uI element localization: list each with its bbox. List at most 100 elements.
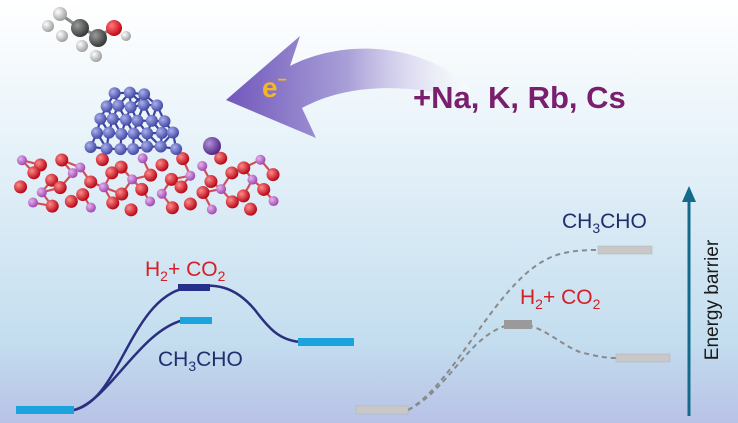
cluster-metal-atom	[114, 143, 127, 156]
cluster-metal-atom	[112, 99, 125, 112]
support-oxygen-atom	[266, 168, 280, 182]
cluster-metal-atom	[166, 126, 179, 139]
support-oxygen-atom	[155, 158, 169, 172]
support-oxygen-atom	[236, 189, 250, 203]
support-metal-atom	[16, 155, 27, 166]
support-metal-atom	[98, 182, 109, 193]
left-h2co2-ts-level	[178, 284, 210, 291]
support-oxygen-atom	[114, 160, 128, 174]
electron-transfer-arrow	[226, 36, 470, 138]
right-ch3cho-label: CH3CHO	[562, 210, 647, 236]
support-metal-atom	[137, 153, 148, 164]
left-ch3cho-pathway	[73, 318, 185, 412]
support-oxygen-atom	[14, 180, 28, 194]
energy-axis	[682, 186, 696, 416]
left-final-level	[298, 338, 354, 346]
support-oxygen-atom	[196, 186, 210, 200]
support-oxygen-atom	[165, 201, 179, 215]
left-energy-profile	[16, 284, 354, 414]
cluster-metal-atom	[154, 140, 167, 153]
support-metal-atom	[216, 184, 227, 195]
support-oxygen-atom	[204, 175, 218, 189]
alkali-atom	[203, 137, 221, 155]
support-oxygen-atom	[45, 199, 59, 213]
support-metal-atom	[85, 202, 96, 213]
right-energy-profile	[355, 245, 671, 415]
cluster-metal-atom	[127, 127, 140, 140]
right-final-level	[615, 353, 671, 363]
cluster-metal-atom	[151, 99, 164, 112]
support-oxygen-atom	[27, 166, 41, 180]
support-oxygen-atom	[244, 202, 258, 216]
support-oxygen-atom	[95, 153, 109, 167]
support-metal-atom	[27, 197, 38, 208]
support-metal-atom	[247, 174, 258, 185]
support-oxygen-atom	[64, 194, 78, 208]
cluster-metal-atom	[108, 87, 121, 100]
cluster-metal-atom	[100, 100, 113, 113]
support-metal-atom	[268, 196, 279, 207]
support-oxygen-atom	[257, 182, 271, 196]
support-oxygen-atom	[135, 182, 149, 196]
catalyst-model	[14, 86, 280, 217]
cluster-metal-atom	[91, 126, 104, 139]
support-metal-atom	[185, 170, 196, 181]
cluster-metal-atom	[84, 140, 97, 153]
support-oxygen-atom	[106, 196, 120, 210]
cluster-metal-atom	[106, 112, 119, 125]
left-ch3cho-ts-level	[180, 317, 212, 324]
support-metal-atom	[145, 196, 156, 207]
support-oxygen-atom	[225, 166, 239, 180]
cluster-metal-atom	[102, 126, 115, 139]
cluster-metal-atom	[155, 126, 168, 139]
support-oxygen-atom	[84, 175, 98, 189]
support-oxygen-atom	[45, 173, 59, 187]
cluster-metal-atom	[170, 142, 183, 155]
cluster-metal-atom	[127, 142, 140, 155]
support-oxygen-atom	[164, 172, 178, 186]
cluster-metal-atom	[94, 112, 107, 125]
support-oxygen-atom	[214, 151, 228, 165]
support-metal-atom	[67, 168, 78, 179]
support-oxygen-atom	[53, 181, 67, 195]
support-oxygen-atom	[76, 188, 90, 202]
promoter-label: +Na, K, Rb, Cs	[413, 80, 626, 115]
energy-axis-label: Energy barrier	[702, 239, 723, 360]
support-oxygen-atom	[55, 153, 69, 167]
support-metal-atom	[75, 162, 86, 173]
cluster-metal-atom	[100, 142, 113, 155]
cluster-metal-atom	[141, 140, 154, 153]
support-metal-atom	[255, 154, 266, 165]
support-oxygen-atom	[105, 166, 119, 180]
support-oxygen-atom	[174, 180, 188, 194]
right-ch3cho-pathway	[407, 249, 599, 411]
support-oxygen-atom	[225, 195, 239, 209]
support-metal-atom	[36, 187, 47, 198]
support-metal-atom	[197, 160, 208, 171]
support-oxygen-atom	[115, 187, 129, 201]
right-ch3cho-level	[597, 245, 653, 255]
right-h2co2-label: H2+ CO2	[520, 286, 601, 312]
cluster-metal-atom	[145, 114, 158, 127]
left-h2co2-label: H2+ CO2	[145, 258, 226, 284]
right-initial-level	[355, 405, 409, 415]
support-metal-atom	[127, 174, 138, 185]
support-oxygen-atom	[237, 161, 251, 175]
support-metal-atom	[156, 188, 167, 199]
left-initial-level	[16, 406, 74, 414]
cluster-metal-atom	[119, 113, 132, 126]
support-oxygen-atom	[124, 203, 138, 217]
support-oxygen-atom	[183, 197, 197, 211]
electron-label: e−	[262, 72, 287, 103]
right-h2co2-ts-level	[504, 320, 532, 329]
support-oxygen-atom	[144, 168, 158, 182]
product-molecule	[42, 7, 131, 62]
cluster-metal-atom	[137, 98, 150, 111]
cluster-metal-atom	[124, 101, 137, 114]
energy-axis-arrowhead	[682, 186, 696, 202]
cluster-metal-atom	[158, 115, 171, 128]
cluster-metal-atom	[115, 127, 128, 140]
cluster-metal-atom	[131, 114, 144, 127]
